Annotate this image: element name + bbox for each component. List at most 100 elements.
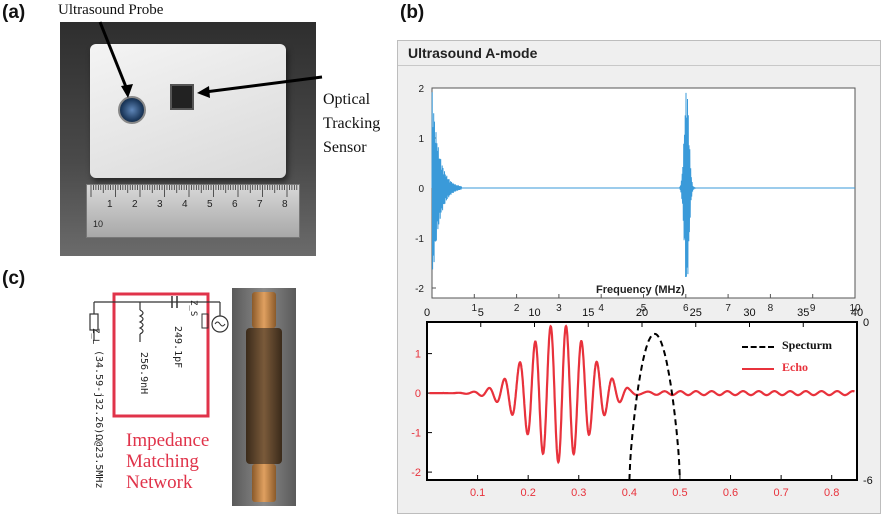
bottom-x-tick-label: 0.4 xyxy=(622,487,637,499)
ruler-number: 1 xyxy=(107,199,113,210)
connector-body xyxy=(246,328,282,464)
top-x-tick-label: 30 xyxy=(743,307,755,319)
x-tick-label: 2 xyxy=(514,303,520,314)
left-y-tick-label: 0 xyxy=(415,388,421,400)
ruler-number: 3 xyxy=(157,199,163,210)
optical-sensor-icon xyxy=(170,84,194,110)
y-tick-label: -2 xyxy=(415,284,424,295)
echo-line xyxy=(429,324,855,465)
top-x-tick-label: 10 xyxy=(528,307,540,319)
y-tick-label: 1 xyxy=(418,134,424,145)
top-x-tick-label: 0 xyxy=(424,307,430,319)
x-tick-label: 4 xyxy=(598,303,604,314)
left-y-tick-label: 1 xyxy=(415,349,421,361)
right-y-tick-label: -6 xyxy=(863,475,873,487)
title-divider xyxy=(398,65,880,66)
panel-a-arrows xyxy=(98,21,323,98)
impedance-note: (34.59-j32.26)Ω@23.5MHz xyxy=(93,350,104,489)
bottom-x-tick-label: 0.1 xyxy=(470,487,485,499)
matching-circuit xyxy=(89,292,229,418)
x-tick-label: 3 xyxy=(556,303,562,314)
x-tick-label: 7 xyxy=(725,303,731,314)
ruler-ticks xyxy=(90,185,298,197)
left-y-tick-label: -1 xyxy=(411,428,421,440)
top-x-tick-label: 35 xyxy=(797,307,809,319)
legend-swatch-dashed xyxy=(742,346,774,348)
x-tick-label: 5 xyxy=(641,303,647,314)
matching-network-photo xyxy=(232,288,296,506)
source-resistor-icon xyxy=(201,313,209,329)
ruler-number: 5 xyxy=(207,199,213,210)
sensor-arrowhead xyxy=(197,86,210,98)
spectrum-line xyxy=(628,332,681,481)
bottom-x-tick-label: 0.8 xyxy=(824,487,839,499)
top-waveform-line xyxy=(431,92,855,278)
legend: Specturm Echo xyxy=(742,338,852,382)
ruler-number: 4 xyxy=(182,199,188,210)
bottom-x-tick-label: 0.7 xyxy=(773,487,788,499)
x-tick-label: 10 xyxy=(849,303,861,314)
legend-label: Echo xyxy=(782,360,809,374)
panel-a-label: (a) xyxy=(2,2,26,23)
network-box xyxy=(112,292,210,418)
sma-connector-bottom xyxy=(252,464,276,502)
ruler-number: 7 xyxy=(257,199,263,210)
left-y-tick-label: -2 xyxy=(411,467,421,479)
legend-item-echo: Echo xyxy=(742,360,852,376)
sma-connector-top xyxy=(252,292,276,328)
panel-c-label: (c) xyxy=(2,268,26,289)
top-xlabel: Frequency (MHz) xyxy=(596,284,685,296)
probe-arrowhead xyxy=(121,84,133,98)
ultrasound-probe-icon xyxy=(118,96,146,124)
ac-wave-icon xyxy=(214,321,226,327)
bottom-x-tick-label: 0.6 xyxy=(723,487,738,499)
bottom-x-tick-label: 0.3 xyxy=(571,487,586,499)
legend-label: Specturm xyxy=(782,338,832,352)
sensor-label-line-3: Sensor xyxy=(323,139,367,156)
bottom-x-tick-label: 0.5 xyxy=(672,487,687,499)
y-tick-label: -1 xyxy=(415,234,424,245)
network-title: Impedance Matching Network xyxy=(126,430,209,493)
zl-label: Z_L xyxy=(90,328,100,345)
bottom-x-tick-label: 0.2 xyxy=(521,487,536,499)
capacitor-label: 249.1pF xyxy=(172,326,183,369)
ruler-number: 2 xyxy=(132,199,138,210)
ruler: 1 2 3 4 5 6 7 8 10 xyxy=(86,184,300,238)
network-title-line-3: Network xyxy=(126,472,193,493)
right-y-tick-label: 0 xyxy=(863,317,869,329)
probe-label: Ultrasound Probe xyxy=(58,2,164,18)
probe-arrow xyxy=(98,21,130,93)
network-title-line-1: Impedance xyxy=(126,430,210,451)
network-title-line-2: Matching xyxy=(126,451,199,472)
zs-label: Z_S xyxy=(188,300,198,317)
top-plot-area xyxy=(431,87,856,299)
legend-item-spectrum: Specturm xyxy=(742,338,852,354)
device-photo: 1 2 3 4 5 6 7 8 10 xyxy=(60,22,316,256)
inductor-label: 256.9nH xyxy=(138,352,149,395)
sensor-label-line-2: Tracking xyxy=(323,115,381,132)
sensor-label-line-1: Optical xyxy=(323,91,371,108)
ruler-number: 6 xyxy=(232,199,238,210)
panel-b-label: (b) xyxy=(400,2,425,23)
y-tick-label: 0 xyxy=(418,184,424,195)
sensor-label: Optical Tracking Sensor xyxy=(323,88,380,160)
inductor-icon xyxy=(138,309,144,335)
ac-source-icon xyxy=(211,315,229,333)
legend-swatch-solid xyxy=(742,368,774,370)
top-x-tick-label: 40 xyxy=(851,307,863,319)
ruler-small-number: 10 xyxy=(93,219,104,229)
top-x-tick-label: 5 xyxy=(478,307,484,319)
ruler-number: 8 xyxy=(282,199,288,210)
sensor-arrow xyxy=(204,75,323,94)
top-x-tick-label: 15 xyxy=(582,307,594,319)
y-tick-label: 2 xyxy=(418,84,424,95)
x-tick-label: 8 xyxy=(768,303,774,314)
top-x-tick-label: 25 xyxy=(690,307,702,319)
top-x-tick-label: 20 xyxy=(636,307,648,319)
x-tick-label: 6 xyxy=(683,303,689,314)
x-tick-label: 1 xyxy=(472,303,478,314)
window-title: Ultrasound A-mode xyxy=(408,45,538,61)
